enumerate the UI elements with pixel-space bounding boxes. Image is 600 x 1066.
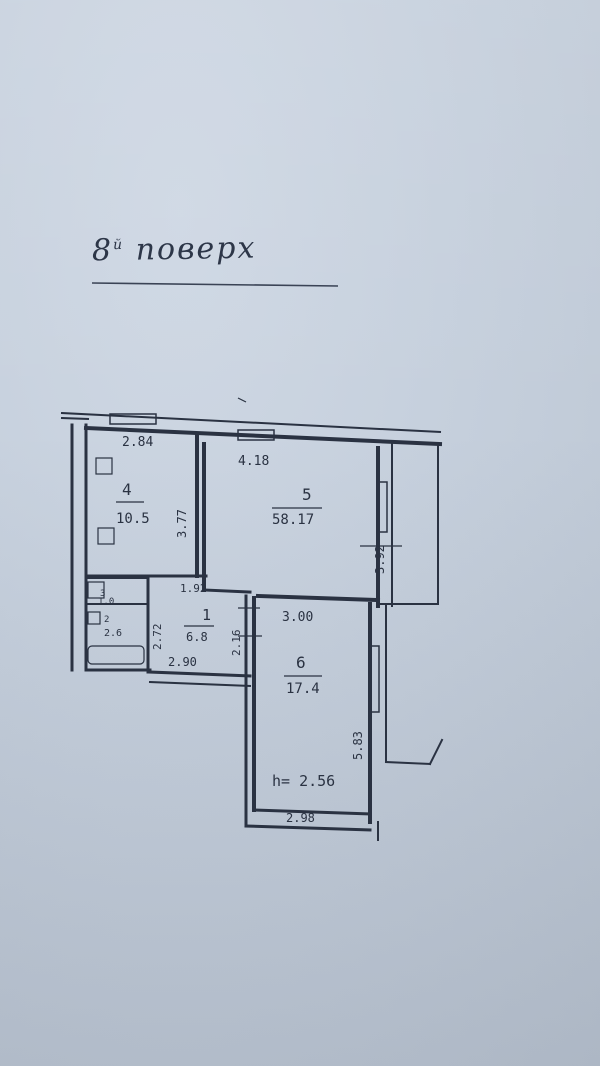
room5-area: 58.17 xyxy=(272,512,314,528)
room1-number: 1 xyxy=(202,606,211,624)
dimension-ticks xyxy=(237,397,402,637)
room1-dim-top: 1.92 xyxy=(180,582,207,595)
room6-dim-bottom: 2.98 xyxy=(286,811,315,825)
room3-area: 1.0 xyxy=(98,597,114,607)
room6-dim-side: 5.83 xyxy=(351,731,365,760)
room6-area: 17.4 xyxy=(286,681,320,697)
title-underline xyxy=(91,282,339,287)
room1-dim-bottom: 2.90 xyxy=(168,655,197,669)
room-labels: 2.84 4 10.5 3.77 4.18 5 58.17 3.92 1.92 … xyxy=(98,435,387,825)
room2-number: 2 xyxy=(104,615,109,625)
room6-dim-top: 3.00 xyxy=(282,610,313,625)
room1-dim-left: 2.72 xyxy=(151,624,164,651)
room5-dim-top: 4.18 xyxy=(238,454,269,469)
room4-area: 10.5 xyxy=(116,511,150,527)
room4-dim-top: 2.84 xyxy=(122,435,153,450)
room3-number: 3 xyxy=(100,589,105,599)
room5-dim-side: 3.92 xyxy=(373,545,387,574)
room1-area: 6.8 xyxy=(186,630,208,644)
room4-number: 4 xyxy=(122,480,132,499)
room6-number: 6 xyxy=(296,653,306,672)
room2-area: 2.6 xyxy=(104,628,122,639)
room6-height: h= 2.56 xyxy=(272,772,335,790)
room1-dim-side: 2.16 xyxy=(230,630,243,657)
room4-dim-side: 3.77 xyxy=(175,509,189,538)
room5-number: 5 xyxy=(302,485,312,504)
plan-walls xyxy=(60,411,444,841)
